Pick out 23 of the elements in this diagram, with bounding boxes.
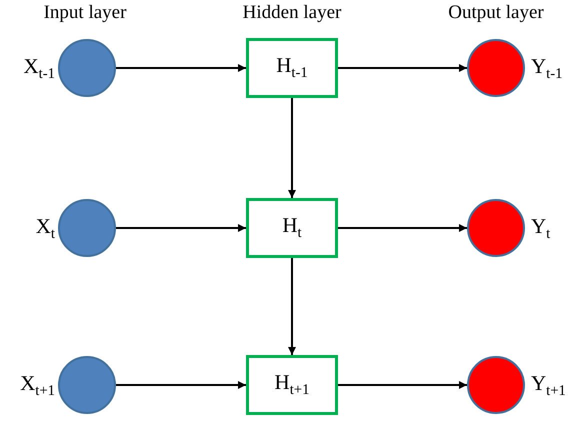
hidden-state-box: [246, 355, 338, 415]
neuron-label: Y$_{t-1}$: [531, 56, 562, 82]
hidden-state-box: [246, 198, 338, 258]
column-header: Input layer: [44, 2, 126, 24]
arrow: [116, 381, 246, 389]
column-header: Hidden layer: [242, 2, 342, 24]
neuron-label: Y$_{t+1}$: [531, 373, 566, 399]
node-label: H$_{t+1}$: [274, 370, 310, 400]
arrow: [338, 224, 467, 232]
neuron-label: X$_{t-1}$: [24, 56, 55, 82]
arrow: [116, 224, 246, 232]
arrow: [288, 98, 296, 198]
column-header: Output layer: [448, 2, 544, 24]
node-label: H$_{t}$: [282, 213, 302, 243]
arrow: [338, 64, 467, 72]
neuron-label: X$_{t}$: [36, 216, 55, 242]
arrow: [116, 64, 246, 72]
neuron-label: X$_{t+1}$: [20, 373, 55, 399]
node-label: H$_{t-1}$: [276, 53, 308, 83]
hidden-state-box: [246, 38, 338, 98]
arrow: [338, 381, 467, 389]
neuron-label: Y$_{t}$: [531, 216, 550, 242]
arrow: [288, 258, 296, 355]
